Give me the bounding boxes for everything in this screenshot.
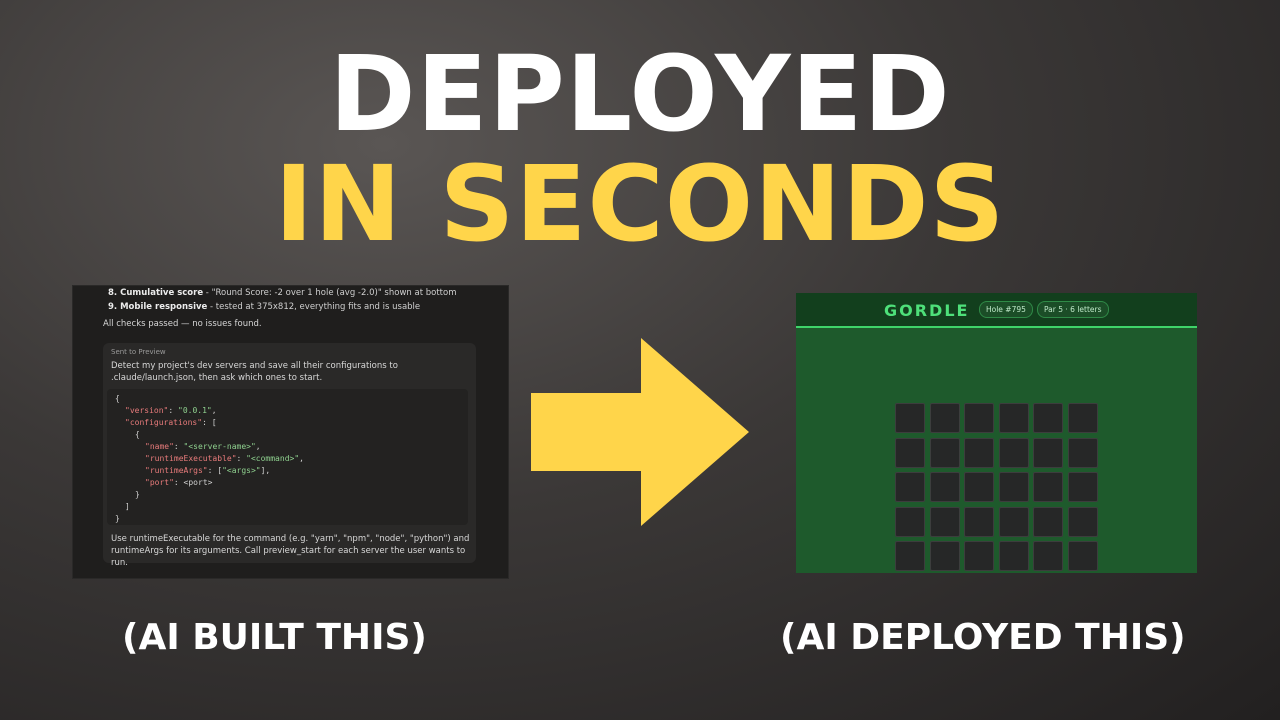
sent-to-preview-box: Sent to Preview Detect my project's dev …: [103, 343, 476, 568]
caption-ai-deployed: (AI DEPLOYED THIS): [780, 617, 1186, 658]
sent-prompt-text: Detect my project's dev servers and save…: [111, 361, 398, 383]
json-array-close: ]: [125, 502, 130, 511]
grid-tile: [964, 472, 994, 502]
grid-tile: [1067, 437, 1098, 468]
json-close-brace: }: [115, 514, 120, 523]
grid-tile: [929, 437, 960, 468]
grid-tile: [998, 437, 1029, 468]
game-title: GORDLE: [884, 301, 970, 320]
hole-number-badge: Hole #795: [979, 301, 1033, 318]
checklist-item-9: 9. Mobile responsive - tested at 375x812…: [108, 302, 421, 312]
json-open-brace: {: [115, 394, 120, 403]
grid-tile: [964, 541, 994, 571]
grid-tile: [895, 541, 925, 571]
json-port-line: "port": <port>: [145, 478, 213, 487]
grid-tile: [964, 506, 994, 537]
grid-tile: [929, 472, 960, 502]
json-configurations-line: "configurations": [: [125, 418, 217, 427]
grid-tile: [964, 437, 994, 468]
grid-tile: [998, 541, 1029, 571]
grid-tile: [895, 403, 925, 433]
grid-tile: [998, 472, 1029, 502]
json-version-line: "version": "0.0.1",: [125, 406, 217, 415]
grid-tile: [964, 403, 994, 433]
par-badge: Par 5 · 6 letters: [1037, 301, 1109, 318]
game-header: GORDLE Hole #795 Par 5 · 6 letters: [796, 293, 1197, 328]
json-runtime-executable-line: "runtimeExecutable": "<command>",: [145, 454, 304, 463]
json-object-open: {: [135, 430, 140, 439]
code-screenshot-panel: 8. Cumulative score - "Round Score: -2 o…: [72, 285, 509, 579]
grid-tile: [895, 472, 925, 502]
checklist-item-8: 8. Cumulative score - "Round Score: -2 o…: [108, 288, 457, 298]
grid-tile: [895, 437, 925, 468]
json-runtime-args-line: "runtimeArgs": ["<args>"],: [145, 466, 271, 475]
grid-tile: [929, 506, 960, 537]
grid-tile: [895, 506, 925, 537]
grid-tile: [1067, 472, 1098, 502]
caption-ai-built: (AI BUILT THIS): [122, 617, 427, 658]
sent-instructions-text: Use runtimeExecutable for the command (e…: [111, 534, 470, 568]
grid-tile: [1067, 541, 1098, 571]
checks-summary: All checks passed — no issues found.: [103, 319, 262, 329]
grid-tile: [1033, 541, 1063, 571]
gordle-game-screenshot: GORDLE Hole #795 Par 5 · 6 letters: [796, 293, 1197, 573]
grid-tile: [929, 541, 960, 571]
launch-json-code-block: { "version": "0.0.1", "configurations": …: [107, 389, 468, 525]
headline-deployed: DEPLOYED: [329, 33, 951, 155]
json-name-line: "name": "<server-name>",: [145, 442, 261, 451]
right-arrow-icon: [531, 338, 749, 526]
grid-tile: [1033, 506, 1063, 537]
grid-tile: [1033, 437, 1063, 468]
json-object-close: }: [135, 490, 140, 499]
grid-tile: [1033, 403, 1063, 433]
grid-tile: [1067, 403, 1098, 433]
grid-tile: [998, 506, 1029, 537]
sent-to-preview-label: Sent to Preview: [111, 348, 166, 356]
headline-in-seconds: IN SECONDS: [274, 143, 1006, 265]
grid-tile: [1033, 472, 1063, 502]
grid-tile: [998, 403, 1029, 433]
grid-tile: [929, 403, 960, 433]
grid-tile: [1067, 506, 1098, 537]
